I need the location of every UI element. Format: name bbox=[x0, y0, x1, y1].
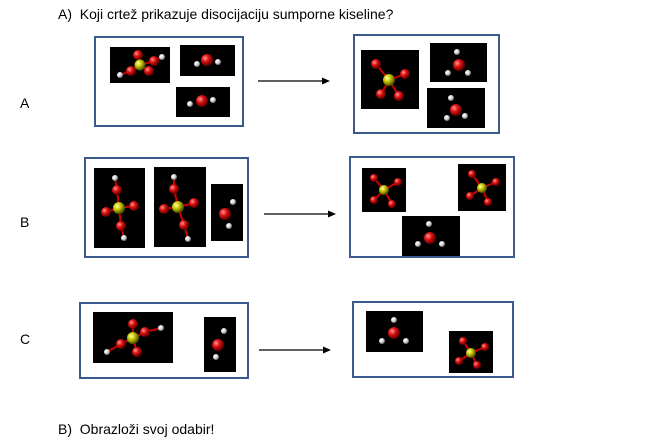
reaction-arrow bbox=[259, 345, 331, 355]
question-a-text: Koji crtež prikazuje disocijaciju sumpor… bbox=[79, 6, 394, 22]
option-a-products-panel bbox=[353, 34, 500, 134]
option-b-products-panel bbox=[349, 156, 515, 258]
hydronium-ion bbox=[366, 311, 423, 352]
reaction-arrow bbox=[258, 76, 330, 86]
option-a-reactants-panel bbox=[94, 36, 244, 127]
question-a: A) Koji crtež prikazuje disocijaciju sum… bbox=[58, 6, 393, 22]
option-b-label: B bbox=[20, 214, 30, 230]
sulfuric-acid-molecule bbox=[93, 312, 173, 363]
option-c-label: C bbox=[20, 331, 31, 347]
sulfate-ion bbox=[458, 164, 506, 211]
water-molecule bbox=[211, 184, 243, 241]
question-a-label: A) bbox=[58, 6, 72, 22]
option-c-reactants-panel bbox=[79, 302, 249, 379]
sulfuric-acid-molecule bbox=[110, 47, 170, 83]
question-b: B) Obrazloži svoj odabir! bbox=[58, 421, 214, 437]
option-c-products-panel bbox=[352, 301, 514, 378]
hydronium-ion bbox=[402, 216, 460, 256]
water-molecule bbox=[176, 87, 230, 117]
sulfuric-acid-molecule bbox=[94, 168, 145, 248]
sulfate-ion bbox=[449, 331, 493, 373]
sulfate-ion bbox=[362, 168, 406, 212]
water-molecule bbox=[204, 317, 236, 372]
hydronium-ion bbox=[430, 43, 487, 82]
question-b-label: B) bbox=[58, 421, 72, 437]
sulfuric-acid-molecule bbox=[154, 167, 206, 247]
option-b-reactants-panel bbox=[84, 157, 249, 258]
sulfate-ion bbox=[361, 50, 419, 109]
reaction-arrow bbox=[264, 209, 336, 219]
water-molecule bbox=[180, 45, 235, 76]
question-b-text: Obrazloži svoj odabir! bbox=[79, 421, 215, 437]
option-a-label: A bbox=[20, 95, 30, 111]
hydronium-ion bbox=[427, 88, 485, 128]
